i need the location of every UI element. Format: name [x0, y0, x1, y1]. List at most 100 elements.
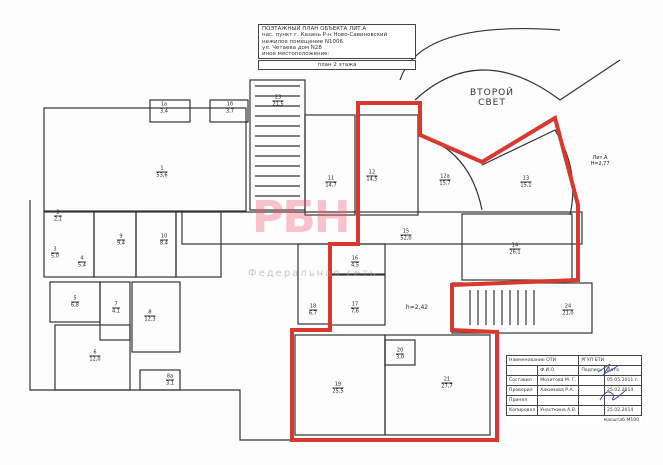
room-number: 15 [402, 228, 410, 235]
room-area: 26,1 [509, 248, 521, 256]
room-number: 13 [522, 175, 530, 182]
room-area: 3,4 [160, 107, 168, 115]
room-number: 1а [160, 101, 168, 108]
room-number: 12а [440, 173, 450, 180]
room-area: 53,6 [156, 171, 168, 179]
header-line: нежилое помещение N1006 [262, 38, 343, 45]
room-number: 1б [226, 101, 234, 108]
room-area: 21,5 [272, 100, 284, 108]
room-number: 9 [119, 233, 123, 240]
room-area: 14,7 [325, 181, 337, 189]
room-number: 19 [334, 381, 342, 388]
lit-label-line: H=2,77 [590, 161, 610, 167]
room-area: 25,5 [332, 387, 344, 395]
stamp-sign: Подпись [578, 365, 605, 376]
stamp-name: Хакимова Р.А. [537, 385, 580, 396]
stamp-name: Мозитова М. Г. [537, 375, 580, 386]
room-area: 15,1 [520, 181, 532, 189]
room-number: 12 [368, 169, 376, 176]
stamp-name [537, 395, 580, 406]
room-number: 1 [160, 165, 164, 172]
room-number: 6 [93, 349, 97, 356]
room-number: 18 [309, 303, 317, 310]
room-area: 27,7 [441, 382, 453, 390]
room-area: 8,4 [160, 239, 168, 247]
lit-label-line: Лит.А [592, 155, 608, 161]
room-area: 6,7 [309, 309, 317, 317]
room-area: 15,7 [439, 179, 451, 187]
stamp-org: РГУП БТИ [578, 355, 642, 366]
room-area: 3,0 [396, 353, 404, 361]
room-number: 8 [148, 309, 152, 316]
header-line: иное местоположение: [262, 51, 330, 58]
room-area: 5,4 [78, 261, 86, 269]
stamp-date-value: 25.02.2014 [604, 405, 642, 416]
room-area: 3,7 [226, 107, 234, 115]
room-area: 12,0 [89, 355, 101, 363]
room-area: 9,4 [117, 239, 125, 247]
plan-label: план 2 этажа [258, 60, 416, 71]
room-area: 7,6 [351, 307, 359, 315]
room-area: 2,1 [54, 215, 62, 223]
header-line: нас. пункт г. Казань Р-н Ново-Савиновски… [262, 32, 388, 39]
room-number: 3 [53, 246, 57, 253]
second-light-line: ВТОРОЙ [470, 88, 514, 98]
room-area: 5,0 [51, 252, 59, 260]
stamp-date-value [604, 395, 642, 406]
room-number: 16 [351, 255, 359, 262]
room-area: 4,1 [112, 307, 120, 315]
stamp-role: Принял [505, 395, 539, 406]
room-area: 14,5 [366, 175, 378, 183]
room-number: 10 [160, 233, 168, 240]
room-number: 20 [396, 347, 404, 354]
header-line: ПОЭТАЖНЫЙ ПЛАН ОБЪЕКТА ЛИТ.А [262, 26, 367, 32]
stamp-fio: Ф.И.О. [537, 365, 580, 376]
room-number: 5 [73, 295, 77, 302]
stamp-name: Унасткина А.В. [537, 405, 580, 416]
stamp-scale: масштаб М100 [603, 418, 640, 423]
room-area: 6,8 [71, 301, 79, 309]
stamp-date-value: 25.02.2014 [604, 385, 642, 396]
room-number: 8а [166, 373, 174, 380]
stamp-title: Наименование ОТИ [505, 355, 580, 366]
room-number: 17 [351, 301, 359, 308]
lit-label: Лит.А H=2,77 [590, 155, 609, 167]
room-number: 14 [511, 242, 519, 249]
height-label: h=2,42 [405, 304, 429, 311]
room-number: 11 [327, 175, 335, 182]
watermark-logo: РБН [252, 192, 351, 243]
room-area: 21,0 [562, 309, 574, 317]
room-area: 12,3 [144, 315, 156, 323]
room-number: 24 [564, 303, 572, 310]
stamp-role: Копировал [505, 405, 539, 416]
room-number: 2 [56, 209, 60, 216]
room-number: 23 [274, 94, 282, 101]
room-area: 4,5 [351, 261, 359, 269]
